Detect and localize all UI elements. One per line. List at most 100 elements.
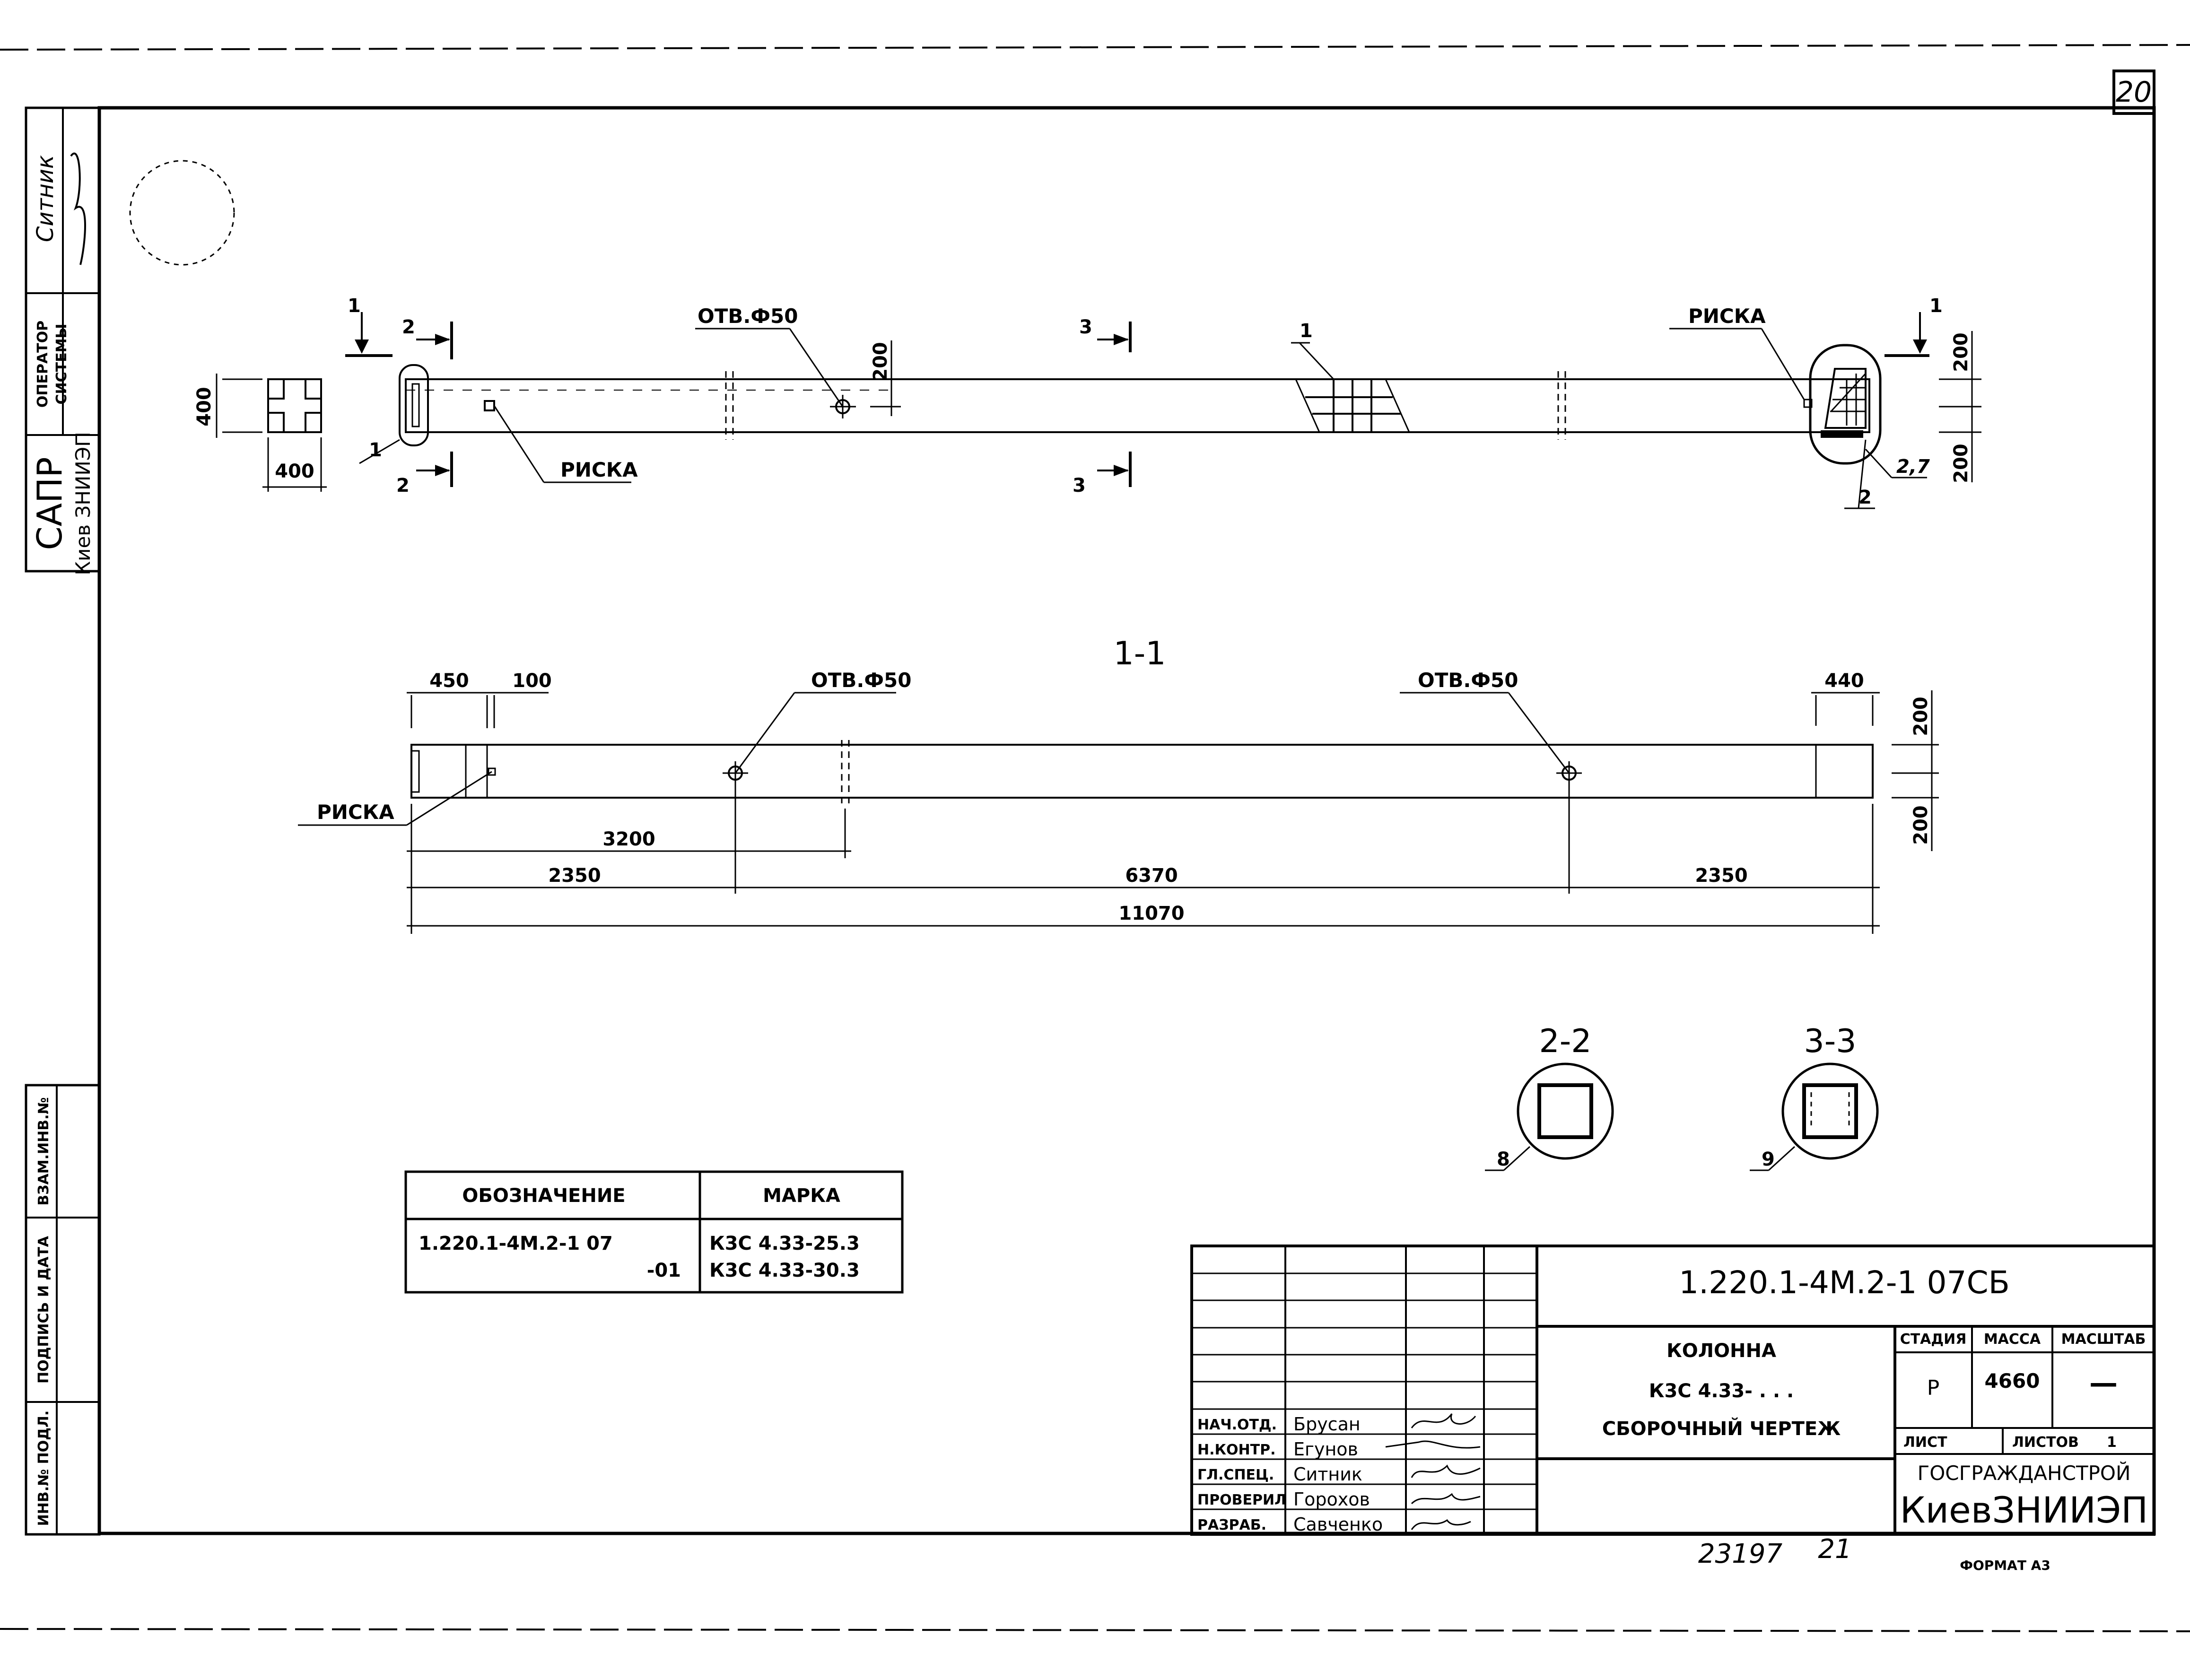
cut-3-top-label: 3	[1079, 316, 1092, 338]
dim-11070: 11070	[1118, 903, 1184, 924]
signatory-rows: НАЧ.ОТД. Брусан Н.КОНТР. Егунов ГЛ.СПЕЦ.…	[1197, 1414, 1383, 1535]
detail-circle-left	[399, 364, 429, 446]
sheets-value: 1	[2107, 1434, 2117, 1451]
cut-1-right-label: 1	[1929, 295, 1943, 317]
section-3-3-title: 3-3	[1804, 1023, 1856, 1060]
risk-mark-section	[488, 767, 496, 776]
left-strip: Ситник ОПЕРАТОР СИСТЕМЫ САПР Киев ЗНИИЭП…	[25, 106, 101, 1536]
system-label: СИСТЕМЫ	[53, 323, 70, 404]
column-section-view	[410, 744, 1874, 799]
top-view: 400 400 РИСКА 1 1 2 2	[193, 295, 1981, 509]
person-1: Брусан	[1293, 1414, 1361, 1435]
person-3: Ситник	[1293, 1464, 1362, 1485]
org-ministry: ГОСГРАЖДАНСТРОЙ	[1918, 1461, 2131, 1485]
cut-arrow-1-left	[355, 339, 369, 354]
role-4: ПРОВЕРИЛ	[1197, 1492, 1286, 1508]
role-2: Н.КОНТР.	[1197, 1442, 1275, 1458]
mass-value: 4660	[1985, 1369, 2040, 1393]
dim-200-section-top: 200	[1910, 696, 1932, 736]
spec-row1-designation: 1.220.1-4М.2-1 07	[419, 1233, 613, 1254]
column-top-view	[405, 378, 1870, 433]
dim-200-right-top: 200	[1950, 332, 1972, 372]
inv-replace-label: ВЗАМ.ИНВ.№	[35, 1097, 52, 1205]
dim-440: 440	[1824, 670, 1864, 692]
spec-row2-mark: К3С 4.33-30.3	[709, 1260, 860, 1281]
stage-value: Р	[1927, 1376, 1940, 1400]
pos-8-label: 8	[1497, 1149, 1510, 1170]
scale-value: —	[2089, 1367, 2118, 1400]
pos-2-right: 2	[1858, 487, 1872, 508]
cut-3-bottom-label: 3	[1073, 475, 1086, 496]
right-end-detail	[1803, 344, 1882, 465]
risk-label-left: РИСКА	[560, 458, 638, 481]
pos-1-left: 1	[369, 439, 382, 461]
operator-label: ОПЕРАТОР	[35, 321, 51, 408]
dim-200-right-bottom: 200	[1950, 444, 1972, 483]
spec-row1-mark: К3С 4.33-25.3	[709, 1233, 860, 1254]
spec-header-mark: МАРКА	[763, 1185, 840, 1207]
section-2-2: 2-2 8	[1485, 1023, 1614, 1171]
sheet-label: ЛИСТ	[1903, 1434, 1947, 1451]
title-name-2: К3С 4.33- . . .	[1649, 1380, 1794, 1402]
scale-label: МАСШТАБ	[2061, 1331, 2146, 1348]
dim-2350-left: 2350	[548, 865, 601, 887]
footer-format: ФОРМАТ А3	[1960, 1558, 2050, 1573]
faint-stamp	[129, 160, 235, 266]
mass-label: МАССА	[1984, 1331, 2041, 1348]
section-2-2-title: 2-2	[1539, 1023, 1591, 1060]
cut-2-top-label: 2	[402, 316, 415, 338]
person-2: Егунов	[1293, 1439, 1358, 1460]
cut-1-left-label: 1	[348, 295, 361, 317]
trim-line-bottom	[0, 1628, 2190, 1632]
role-1: НАЧ.ОТД.	[1197, 1417, 1277, 1433]
org-institute: КиевЗНИИЭП	[1900, 1489, 2148, 1531]
dim-6370: 6370	[1125, 865, 1178, 887]
page-number: 20	[2116, 76, 2152, 109]
risk-label-section: РИСКА	[317, 801, 394, 824]
title-name-1: КОЛОННА	[1666, 1340, 1776, 1362]
drawing-frame	[97, 106, 2156, 1535]
trim-line-top	[0, 44, 2190, 51]
side-signature-scribble	[70, 152, 86, 265]
risk-label-right: РИСКА	[1688, 305, 1766, 328]
risk-mark-left	[484, 400, 495, 411]
end-plate-left	[411, 383, 420, 427]
hole-label-top: ОТВ.Ф50	[698, 305, 798, 328]
dim-400-vertical: 400	[193, 387, 215, 427]
person-5: Савченко	[1293, 1514, 1383, 1535]
dim-3200: 3200	[602, 828, 655, 850]
cut-2-bottom-label: 2	[396, 475, 410, 496]
dim-200-hole: 200	[870, 342, 891, 382]
spec-table: ОБОЗНАЧЕНИЕ МАРКА 1.220.1-4М.2-1 07 -01 …	[404, 1170, 904, 1294]
sign-date-label: ПОДПИСЬ И ДАТА	[35, 1236, 52, 1384]
person-4: Горохов	[1293, 1489, 1370, 1510]
inv-orig-label: ИНВ.№ ПОДЛ.	[35, 1410, 52, 1526]
stage-label: СТАДИЯ	[1900, 1331, 1967, 1348]
dim-400-horizontal: 400	[275, 461, 314, 482]
hole-label-left-section: ОТВ.Ф50	[811, 669, 911, 692]
side-signature-name: Ситник	[32, 155, 59, 242]
pos-9-label: 9	[1762, 1149, 1775, 1170]
footer-inventory: 23197	[1698, 1539, 1783, 1569]
weld-2-7-label: 2,7	[1896, 456, 1930, 478]
dim-2350-right: 2350	[1695, 865, 1747, 887]
dim-100: 100	[512, 670, 552, 692]
sheets-label: ЛИСТОВ	[2012, 1434, 2079, 1451]
title-name-3: СБОРОЧНЫЙ ЧЕРТЕЖ	[1602, 1417, 1841, 1440]
dim-200-section-bottom: 200	[1910, 805, 1932, 845]
role-3: ГЛ.СПЕЦ.	[1197, 1467, 1274, 1483]
sapr-org-label: Киев ЗНИИЭП	[71, 432, 95, 575]
page-number-box: 20	[2112, 70, 2155, 115]
hole-label-right-section: ОТВ.Ф50	[1418, 669, 1518, 692]
title-block: НАЧ.ОТД. Брусан Н.КОНТР. Егунов ГЛ.СПЕЦ.…	[1190, 1245, 2155, 1536]
document-code: 1.220.1-4М.2-1 07СБ	[1679, 1264, 2010, 1301]
spec-header-designation: ОБОЗНАЧЕНИЕ	[462, 1185, 625, 1207]
section-1-1: 1-1 ОТВ.Ф50 ОТВ.Ф50 РИСКА 450 100	[298, 635, 1939, 934]
role-5: РАЗРАБ.	[1197, 1517, 1266, 1533]
rebar-mesh-patch: 1	[1291, 320, 1411, 433]
spec-row2-designation: -01	[647, 1260, 681, 1281]
dim-450: 450	[429, 670, 469, 692]
section-1-1-title: 1-1	[1113, 635, 1166, 672]
sapr-label: САПР	[30, 457, 70, 550]
